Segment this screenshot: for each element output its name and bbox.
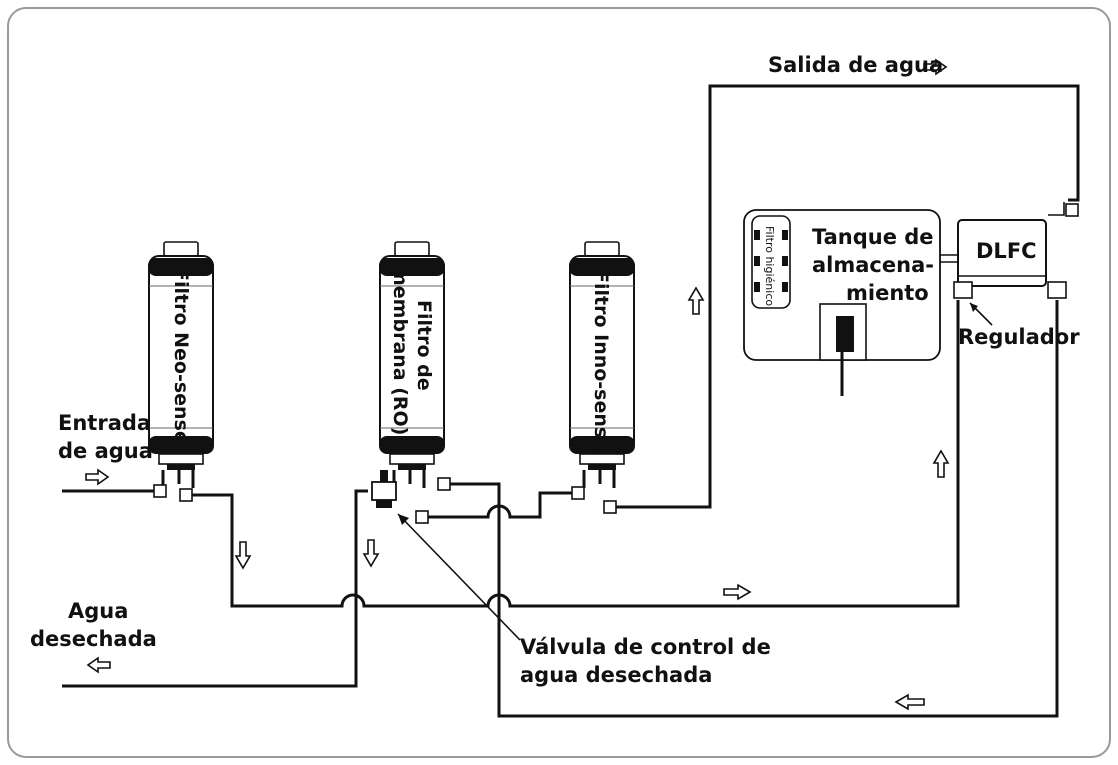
inno-output-pipe [612, 84, 1080, 509]
label-waste-1: Agua [68, 599, 128, 623]
dlfc-outlet-tube [1048, 202, 1065, 216]
elbow-fitting [153, 484, 167, 498]
label-regulator: Regulador [958, 325, 1080, 349]
waste-valve [371, 470, 397, 508]
label-water-in-1: Entrada [58, 411, 151, 435]
label-waste-2: desechada [30, 627, 157, 651]
elbow-fitting [603, 500, 617, 514]
storage-tank [743, 209, 941, 396]
elbow-fitting [179, 488, 193, 502]
flow-arrow-down [234, 541, 252, 570]
elbow-fitting [415, 510, 429, 524]
elbow-fitting [1065, 203, 1079, 217]
diagram-border [7, 7, 1111, 758]
label-filter-ro-1: Filtro de [413, 300, 435, 391]
label-dlfc: DLFC [976, 239, 1037, 263]
dlfc-unit [953, 219, 1067, 299]
label-valve-2: agua desechada [520, 663, 712, 687]
return-pipe [450, 300, 1059, 718]
label-filter-ro-2: membrana (RO) [389, 266, 411, 435]
elbow-fitting [437, 477, 451, 491]
waste-pipe [62, 489, 368, 688]
neo-output-pipe [188, 300, 960, 608]
label-water-out: Salida de agua [768, 53, 943, 77]
label-filter-inno-sense: Filtro Inno-sense [590, 270, 612, 451]
hygienic-filter [751, 215, 791, 309]
flow-arrow-up [687, 286, 705, 315]
flow-arrow-up [932, 449, 950, 478]
flow-arrow-left [894, 693, 925, 711]
tank-dlfc-pipe [940, 254, 958, 263]
flow-arrow-right [923, 58, 948, 76]
valve-pointer-head [398, 514, 409, 525]
elbow-fitting [571, 486, 585, 500]
flow-arrow-right [85, 468, 110, 486]
regulator-pointer-head [970, 303, 978, 312]
label-tank-3: miento [846, 281, 929, 305]
ro-output-pipe [420, 491, 572, 519]
label-valve-1: Válvula de control de [520, 635, 771, 659]
flow-arrow-left [86, 656, 111, 674]
valve-pointer [397, 513, 521, 641]
label-tank-1: Tanque de [812, 225, 934, 249]
flow-arrow-right [723, 583, 752, 601]
label-hygienic-filter: Filtro higiénico [763, 226, 776, 306]
label-filter-neo-sense: Filtro Neo-sense [170, 268, 192, 444]
label-water-in-2: de agua [58, 439, 153, 463]
flow-arrow-down [362, 539, 380, 568]
label-tank-2: almacena- [812, 253, 934, 277]
